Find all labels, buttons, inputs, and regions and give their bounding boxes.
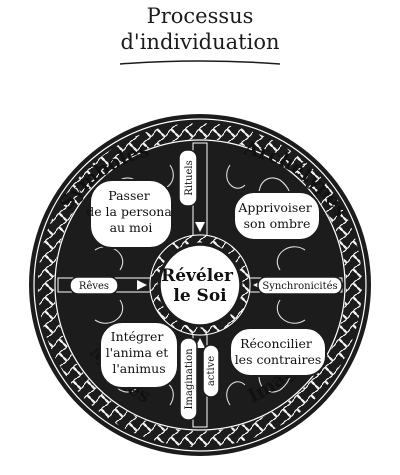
spoke-label-reves: Rêves (79, 281, 109, 292)
center-medallion (159, 244, 241, 326)
inner-disc-edge (54, 139, 346, 431)
spoke-label-active: active (206, 356, 217, 386)
spoke-box-synchronicites (257, 276, 343, 295)
quadrant-text-ombre: Apprivoiser son ombre (237, 200, 315, 231)
quadrant-box-anima (99, 321, 179, 389)
spoke-box-rituels (178, 149, 198, 207)
quadrant-box-persona (89, 179, 173, 249)
spoke-box-imagination (179, 337, 198, 421)
center-text: Révéler le Soi (161, 266, 239, 306)
quadrant-text-contraires: Réconcilier les contraires (235, 336, 322, 367)
quadrant-box-contraires (229, 327, 327, 377)
spoke-label-imagination: Imagination (184, 348, 195, 410)
quadrant-box-ombre (233, 191, 321, 241)
outer-disc-edge (33, 118, 367, 452)
center-braid-ring (150, 235, 250, 335)
diagram-title-line2: d'individuation (120, 30, 280, 54)
spoke-box-active (202, 344, 220, 398)
celtic-braid-ring (38, 123, 362, 447)
spoke-label-rituels: Rituels (184, 160, 195, 195)
quadrant-text-persona: Passer de la persona au moi (86, 188, 176, 235)
quadrant-text-anima: Intégrer l'anima et l'animus (106, 329, 173, 376)
spoke-box-reves (69, 276, 119, 295)
diagram-title-line1: Processus (146, 4, 254, 28)
spoke-label-synchronicites: Synchronicités (262, 281, 337, 292)
title-underline (119, 60, 281, 65)
